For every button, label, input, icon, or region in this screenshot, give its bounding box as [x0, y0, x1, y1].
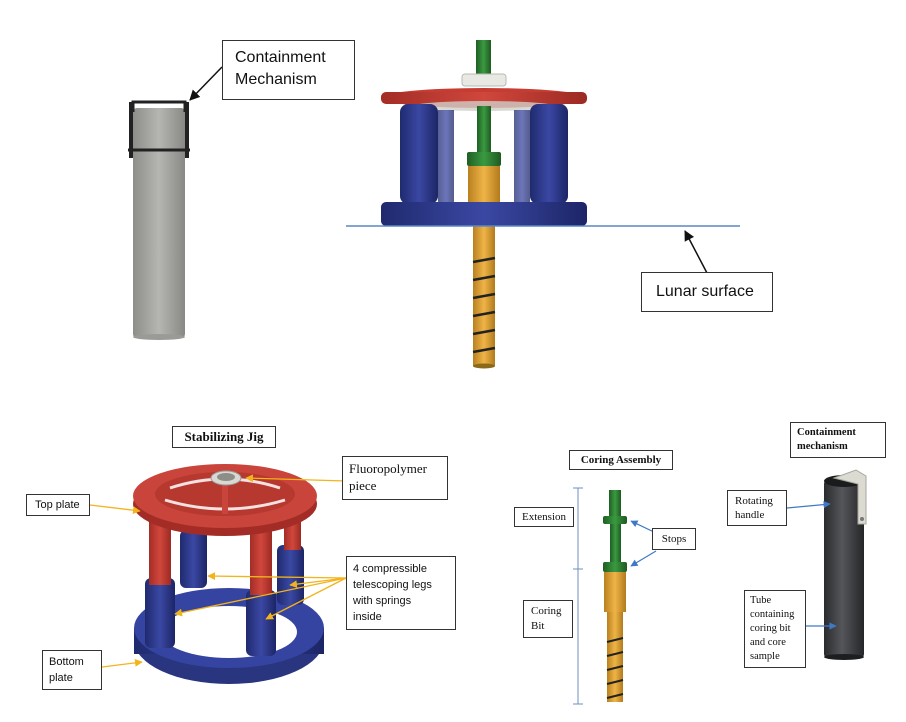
coring-assembly-title: Coring Assembly: [569, 450, 673, 470]
legs-arrow-4: [265, 577, 347, 620]
stabilizing-jig-illustration: [133, 464, 324, 684]
top-plate-label: Top plate: [26, 494, 90, 516]
rotating-handle-label: Rotating handle: [727, 490, 787, 526]
lunar-surface-arrow: [684, 230, 708, 274]
telescoping-legs-label: 4 compressible telescoping legs with spr…: [346, 556, 456, 630]
fluoropolymer-arrow: [245, 474, 347, 483]
containment-mechanism-label: Containment Mechanism: [222, 40, 355, 100]
extension-label: Extension: [514, 507, 574, 527]
legs-arrow-2: [289, 577, 347, 588]
legs-arrow-1: [207, 572, 347, 581]
stops-arrow-1: [630, 520, 657, 534]
bottom-plate-arrow: [101, 659, 143, 668]
full-assembly-illustration: [381, 40, 587, 369]
dark-tube-illustration: [824, 469, 867, 660]
bottom-plate-label: Bottom plate: [42, 650, 102, 690]
lunar-surface-label: Lunar surface: [641, 272, 773, 312]
fluoropolymer-piece-label: Fluoropolymer piece: [342, 456, 448, 500]
stops-label: Stops: [652, 528, 696, 550]
tube-label: Tube containing coring bit and core samp…: [744, 590, 806, 668]
coring-bit-label: Coring Bit: [523, 600, 573, 638]
containment-arrow: [189, 66, 223, 101]
coring-assembly-illustration: [603, 490, 627, 702]
containment-tube-illustration: [128, 100, 190, 340]
stabilizing-jig-title: Stabilizing Jig: [172, 426, 276, 448]
containment-mechanism-title: Containment mechanism: [790, 422, 886, 458]
stops-arrow-2: [630, 550, 657, 567]
top-plate-arrow: [89, 504, 141, 515]
legs-arrow-3: [174, 577, 347, 617]
rotating-handle-arrow: [786, 501, 831, 509]
